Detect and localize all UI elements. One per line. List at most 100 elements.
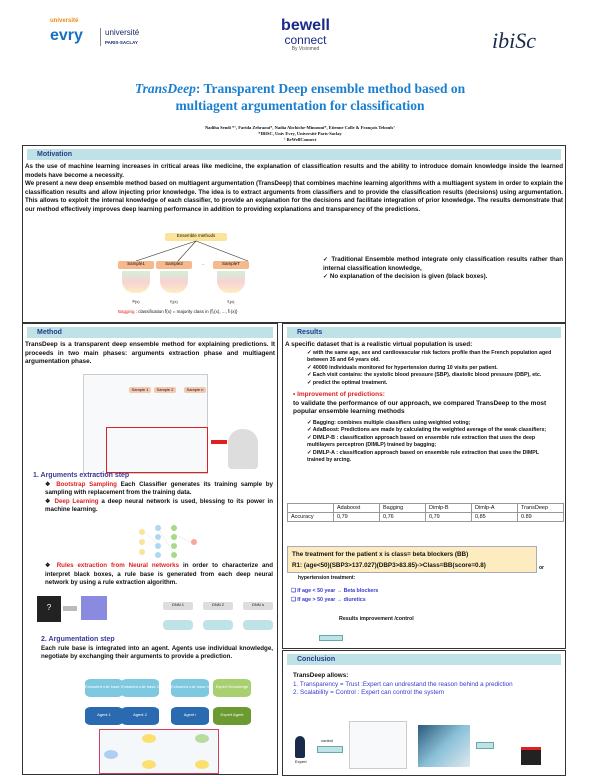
conclusion-heading: Conclusion	[287, 654, 561, 665]
expert-label: Expert	[295, 759, 307, 764]
expert-icon	[295, 736, 305, 758]
nn-t	[217, 271, 245, 293]
method-item: ✓ AdaBoost: Predictions are made by calc…	[307, 427, 547, 434]
conclusion-item: 1. Transparency = Trust :Expert can undr…	[293, 680, 513, 688]
rule-item: ❑ If age > 50 year → diuretics	[291, 596, 366, 603]
dnn-rule-figure: DNN 1 DNN 2 DNN n	[158, 594, 278, 634]
arrow-icon	[63, 606, 77, 611]
step1-heading: 1. Arguments extraction step	[33, 472, 130, 479]
transparent-box-icon	[521, 747, 541, 765]
rulebase-2: Extracted rule base 2	[121, 679, 159, 697]
method-intro: TransDeep is a transparent deep ensemble…	[25, 341, 275, 366]
dataset-item: ✓ with the same age, sex and cardiovascu…	[307, 349, 552, 364]
dataset-item: ✓ 40000 individuals monitored for hypert…	[307, 364, 498, 371]
step1-item: ❖ Rules extraction from Neural networks …	[45, 562, 273, 587]
conclusion-item: 2. Scalability = Control : Expert can co…	[293, 689, 445, 697]
black-box-icon: ?	[37, 596, 61, 622]
or-text: or	[539, 565, 544, 571]
open-box-icon	[81, 596, 107, 620]
rule-db	[203, 620, 233, 630]
motivation-p2: We present a new deep ensemble method ba…	[25, 180, 563, 213]
argumentation-figure	[99, 729, 219, 774]
transdeep-architecture-figure: Sample 1 Sample 2 Sample n	[83, 374, 208, 474]
rule-item: ❑ If age < 50 year → Beta blockers	[291, 588, 379, 594]
step1-item: ❖ Bootstrap Sampling Each Classifier gen…	[45, 480, 273, 497]
ensemble-edges	[135, 240, 249, 262]
dnn-n: DNN n	[243, 602, 273, 610]
method-heading: Method	[27, 327, 273, 338]
motivation-heading: Motivation	[27, 149, 561, 160]
arrow-right-icon	[317, 746, 343, 753]
motivation-bullet: ✓ Traditional Ensemble method integrate …	[323, 256, 563, 272]
sample-1: Sample1	[118, 261, 154, 269]
ensemble-root: Ensemble methods	[165, 233, 227, 241]
motivation-bullet: ✓ No explanation of the decision is give…	[323, 273, 488, 281]
step2-heading: 2. Argumentation step	[41, 636, 115, 643]
page-title: TransDeep: Transparent Deep ensemble met…	[134, 81, 466, 113]
conclusion-allows: TransDeep allows:	[293, 672, 349, 679]
method-item: ✓ Bagging: combines multiple classifiers…	[307, 419, 471, 426]
hypertension-text: hypertension treatment:	[298, 575, 356, 581]
rule-db	[243, 620, 273, 630]
rule-db	[163, 620, 193, 630]
bewell-logo: bewell connect By Visiomed	[281, 17, 330, 53]
evry-logo-top: université	[50, 18, 79, 24]
dataset-item: ✓ predict the optimal treatment.	[307, 379, 388, 386]
dataset-item: ✓ Each visit contains: the systolic bloo…	[307, 372, 542, 379]
argumentation-box	[106, 427, 208, 473]
method-item: ✓ DIMLP-A : classification approach base…	[307, 449, 539, 464]
arch-sample-n: Sample n	[184, 387, 206, 393]
improvement-control-text: Results improvement /control	[339, 616, 414, 622]
dnn-1: DNN 1	[163, 602, 193, 610]
improvement-text: to validate the performance of our appro…	[293, 399, 547, 416]
agent-1: Agent 1	[85, 707, 123, 725]
expert-knowledge: Expert Knowledge	[213, 679, 251, 697]
step2-text: Each rule base is integrated into an age…	[41, 644, 273, 661]
ibisc-logo: ibiSc	[492, 28, 536, 53]
treatment-callout: The treatment for the patient x is class…	[287, 546, 537, 573]
nn-1	[122, 271, 150, 293]
sample-2: Sample2	[156, 261, 192, 269]
arch-sample-1: Sample 1	[129, 387, 151, 393]
sample-t: SampleT	[213, 261, 249, 269]
rulebase-n: Extracted rule base n	[171, 679, 209, 697]
dataset-title: A specific dataset that is a realistic v…	[285, 341, 473, 348]
results-section: Results A specific dataset that is a rea…	[282, 323, 566, 649]
motivation-bullets: ✓ Traditional Ensemble method integrate …	[323, 256, 563, 282]
nn-2	[160, 271, 188, 293]
motivation-section: Motivation As the use of machine learnin…	[22, 145, 566, 323]
authors: Nadiha Sendi *°, Farida Zehraoui*, Nadia…	[204, 125, 396, 142]
architecture-thumbnail	[349, 721, 407, 769]
step1-item: ❖ Deep Learning a deep neural network is…	[45, 497, 273, 514]
arrow-right-icon	[476, 742, 494, 749]
arrow-right-icon	[319, 635, 343, 641]
output-2: f̂₂(x)	[170, 299, 178, 304]
evry-logo-text: evry	[50, 27, 83, 44]
agent-2: Agent 2	[121, 707, 159, 725]
agent-i: Agent i	[171, 707, 209, 725]
expert-agent: Expert Agent	[213, 707, 251, 725]
doctor-image	[418, 725, 470, 767]
neural-network-figure	[139, 525, 197, 558]
output-t: f̂ₜ(x)	[227, 299, 235, 304]
control-label: control	[321, 738, 334, 743]
red-arrow-icon	[211, 440, 227, 444]
ellipsis: ...	[201, 261, 205, 266]
method-item: ✓ DIMLP-B : classification approach base…	[307, 434, 536, 449]
improvement-heading: • Improvement of predictions:	[293, 391, 385, 399]
dnn-2: DNN 2	[203, 602, 233, 610]
ensemble-figure: Ensemble methods Sample1 Sample2 ... Sam…	[118, 233, 288, 319]
bagging-caption: Bagging : classification f̂(x) = majorit…	[118, 309, 238, 314]
doctor-robot-icon	[228, 429, 258, 469]
rulebase-1: Extracted rule base 1	[85, 679, 123, 697]
motivation-p1: As the use of machine learning increases…	[25, 163, 563, 179]
method-section: Method TransDeep is a transparent deep e…	[22, 323, 278, 775]
arch-sample-2: Sample 2	[154, 387, 176, 393]
output-1: f̂¹(x)	[132, 299, 140, 304]
results-heading: Results	[287, 327, 561, 338]
